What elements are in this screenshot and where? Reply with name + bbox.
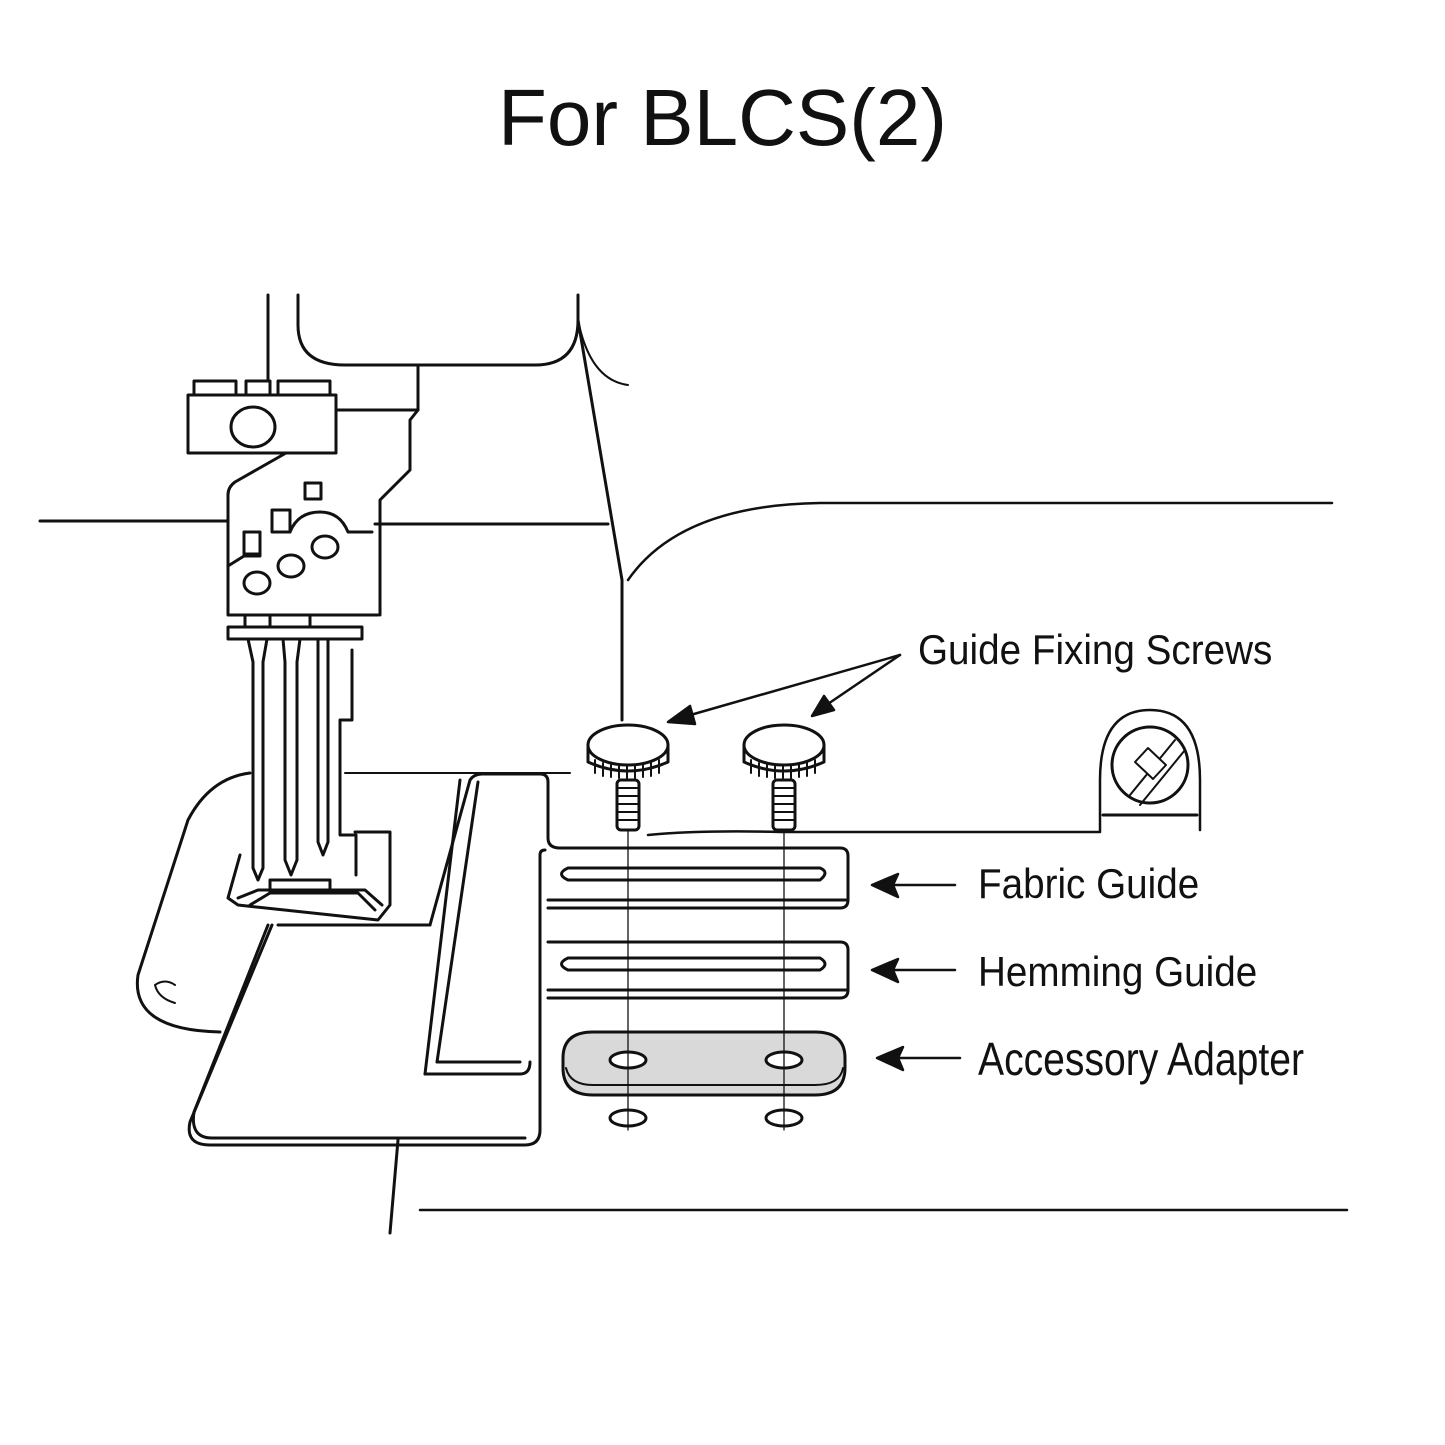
label-fabric-guide: Fabric Guide [978, 860, 1200, 907]
callout-arrows [668, 655, 960, 1070]
screw-left [588, 725, 668, 1130]
hemming-guide-part [548, 942, 848, 998]
bed-plate [137, 773, 1347, 1233]
arrow-to-accessory-adapter [877, 1047, 960, 1070]
arrow-to-left-screw [668, 655, 900, 724]
presser-foot [228, 832, 390, 920]
needles [248, 639, 356, 880]
screw-right [744, 725, 824, 1130]
guide-plate [189, 774, 560, 1145]
arrow-to-hemming-guide [872, 959, 955, 982]
label-guide-fixing-screws: Guide Fixing Screws [918, 626, 1273, 673]
needle-clamp [188, 381, 378, 639]
fabric-guide-part [548, 848, 848, 908]
label-hemming-guide: Hemming Guide [978, 948, 1258, 995]
arrow-to-right-screw [812, 655, 900, 716]
guide-fixing-screws [588, 710, 1200, 1130]
arrow-to-fabric-guide [872, 874, 955, 897]
diagram-title: For BLCS(2) [498, 73, 947, 162]
accessory-adapter-part [563, 1032, 845, 1126]
machine-body [40, 295, 1332, 720]
label-accessory-adapter: Accessory Adapter [978, 1033, 1305, 1085]
